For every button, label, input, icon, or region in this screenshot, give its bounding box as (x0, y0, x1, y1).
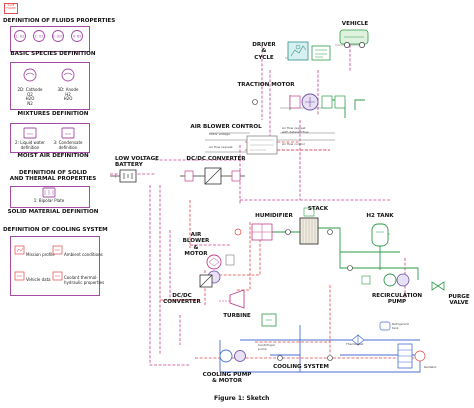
h2-tank-icon[interactable] (371, 223, 389, 247)
stack-icon[interactable] (299, 207, 319, 245)
species-icons[interactable] (14, 30, 83, 42)
mission-profile-icon[interactable] (14, 245, 25, 255)
vehicle-data-icon[interactable] (14, 271, 25, 281)
mixtures-title: MIXTURES DEFINITION (17, 111, 89, 117)
cooling-system-label: COOLING SYSTEM (273, 364, 329, 370)
dcdc-left-label: DC/DC CONVERTER (163, 293, 201, 306)
species-n2-icon[interactable] (71, 30, 83, 42)
cathode-mixture-icon[interactable] (23, 68, 37, 82)
mission-profile-label: Mission profile (26, 252, 55, 257)
refrigerant-tank-note: Refrigerant tank (392, 322, 409, 330)
liquid-water-label: 2: Liquid water definition (15, 140, 45, 150)
air-blower-motor-label: AIR BLOWER & MOTOR (182, 232, 210, 258)
cathode-mixture-label: 2D: Cathode O2 H2O N2 (17, 87, 43, 106)
thermostat-icon[interactable] (351, 334, 365, 346)
species-label-4: 4: N2 (73, 34, 82, 38)
thermostat-note: Thermostat (346, 342, 364, 346)
turbine-label: TURBINE (223, 313, 251, 319)
humidifier-icon[interactable] (234, 223, 273, 241)
stack-label: STACK (307, 206, 329, 212)
cooling-heading: DEFINITION OF COOLING SYSTEM (3, 227, 108, 233)
regulator-icon[interactable] (261, 313, 277, 327)
species-h2-icon[interactable] (14, 30, 26, 42)
vehicle-label: VEHICLE (341, 21, 369, 27)
condensate-label: 3: Condensate definition (53, 140, 83, 150)
battery-icon[interactable]: + (113, 169, 137, 183)
air-blower-control-icon[interactable] (246, 135, 278, 155)
cooling-definition-box[interactable] (10, 236, 100, 296)
green-pipes (270, 95, 419, 280)
svg-text:+: + (113, 173, 118, 180)
cooling-pump-motor-label: COOLING PUMP & MOTOR (202, 372, 252, 385)
condensate-icon[interactable] (61, 127, 75, 139)
dcdc-top-label: DC/DC CONVERTER (186, 156, 246, 162)
coolant-properties-icon[interactable] (52, 271, 63, 281)
air-flow-request-note: Air flow request (209, 145, 233, 149)
vehicle-icon[interactable] (339, 29, 369, 48)
turbine-icon[interactable] (218, 289, 245, 309)
low-voltage-battery-label: LOW VOLTAGE BATTERY (115, 156, 159, 169)
coolant-properties-label: Coolant thermal- hydraulic properties (64, 275, 105, 285)
species-label-2: 2: O2 (35, 34, 44, 38)
anode-mixture-label: 3D: Anode H2 H2O (57, 87, 79, 102)
dcdc-top-icon[interactable] (184, 167, 241, 185)
traction-motor-label: TRACTION MOTOR (237, 82, 295, 88)
small-valve-icons (252, 99, 353, 361)
species-label-3: 3: H2O (52, 34, 64, 38)
save-figure-label: SAVE FIGURE (6, 4, 16, 10)
save-figure-button[interactable]: SAVE FIGURE (4, 3, 18, 14)
driver-cycle-icon[interactable] (287, 41, 309, 61)
ambient-conditions-icon[interactable] (52, 245, 63, 255)
humidifier-label: HUMIDIFIER (255, 213, 293, 219)
solid-heading: DEFINITION OF SOLID AND THERMAL PROPERTI… (9, 170, 97, 183)
motor-voltage-note: Motor voltage (209, 132, 230, 136)
anode-mixture-icon[interactable] (61, 68, 75, 82)
moist-air-box[interactable] (10, 123, 90, 153)
controller-box-icon[interactable] (311, 45, 331, 61)
solid-title: SOLID MATERIAL DEFINITION (7, 209, 99, 215)
signal-lines (205, 44, 390, 235)
refrigerant-tank-icon[interactable] (379, 321, 391, 331)
figure-caption: Figure 1: Sketch (214, 395, 270, 402)
dcdc-left-icon[interactable] (199, 274, 213, 288)
species-title: BASIC SPECIES DEFINITION (10, 51, 96, 57)
driver-cycle-label: DRIVER & CYCLE (252, 42, 276, 61)
air-flow-control-note: Air flow control (282, 142, 305, 146)
recirculation-pump-label: RECIRCULATION PUMP (371, 293, 423, 306)
bipolar-plate-icon[interactable] (42, 187, 56, 198)
ambient-conditions-label: Ambient conditions (64, 252, 103, 257)
liquid-water-icon[interactable] (23, 127, 37, 139)
air-flow-request-detailed-note: Air flow request with detailed flow (282, 126, 309, 134)
bipolar-plate-label: 1: Bipolar Plate (33, 198, 65, 203)
cooling-pump-motor-icon[interactable] (219, 349, 246, 363)
purge-valve-label: PURGE VALVE (448, 294, 470, 307)
fluids-title: DEFINITION OF FLUIDS PROPERTIES (3, 18, 116, 24)
purge-valve-icon[interactable] (431, 281, 445, 291)
recirculation-pump-icon[interactable] (361, 273, 410, 287)
mixtures-box[interactable] (10, 62, 90, 110)
traction-motor-icon[interactable] (289, 93, 346, 111)
magenta-dashed-pipes (110, 40, 406, 366)
species-o2-icon[interactable] (33, 30, 45, 42)
species-label-1: 1: H2 (16, 34, 25, 38)
radiator-icon[interactable] (397, 343, 426, 369)
moist-air-title: MOIST AIR DEFINITION (17, 153, 89, 159)
vehicle-data-label: Vehicle data (26, 277, 51, 282)
air-blower-control-label: AIR BLOWER CONTROL (190, 124, 262, 130)
radiator-note: Radiator (424, 365, 437, 369)
h2-tank-label: H2 TANK (366, 213, 394, 219)
species-h2o-icon[interactable] (52, 30, 64, 42)
centrifugal-pump-note: Centrifugal pump (258, 343, 275, 351)
